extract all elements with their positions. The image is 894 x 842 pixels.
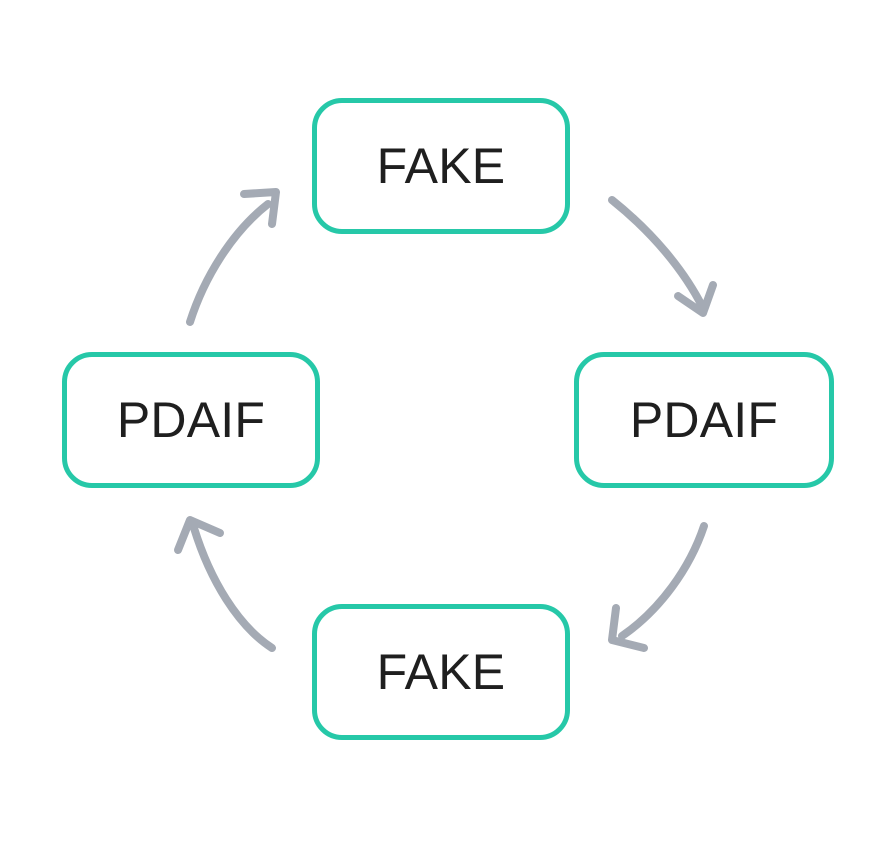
node-label: FAKE bbox=[376, 138, 506, 194]
arrow-bottom-to-left bbox=[174, 516, 276, 652]
node-pdaif-right[interactable]: PDAIF bbox=[574, 352, 834, 488]
node-pdaif-left[interactable]: PDAIF bbox=[62, 352, 320, 488]
node-fake-bottom[interactable]: FAKE bbox=[312, 604, 570, 740]
node-label: PDAIF bbox=[629, 392, 779, 448]
arrow-right-to-bottom bbox=[608, 522, 708, 652]
node-fake-top[interactable]: FAKE bbox=[312, 98, 570, 234]
arrow-left-to-top bbox=[186, 188, 280, 326]
node-label: FAKE bbox=[376, 644, 506, 700]
node-label: PDAIF bbox=[116, 392, 266, 448]
arrow-top-to-right bbox=[608, 196, 717, 317]
